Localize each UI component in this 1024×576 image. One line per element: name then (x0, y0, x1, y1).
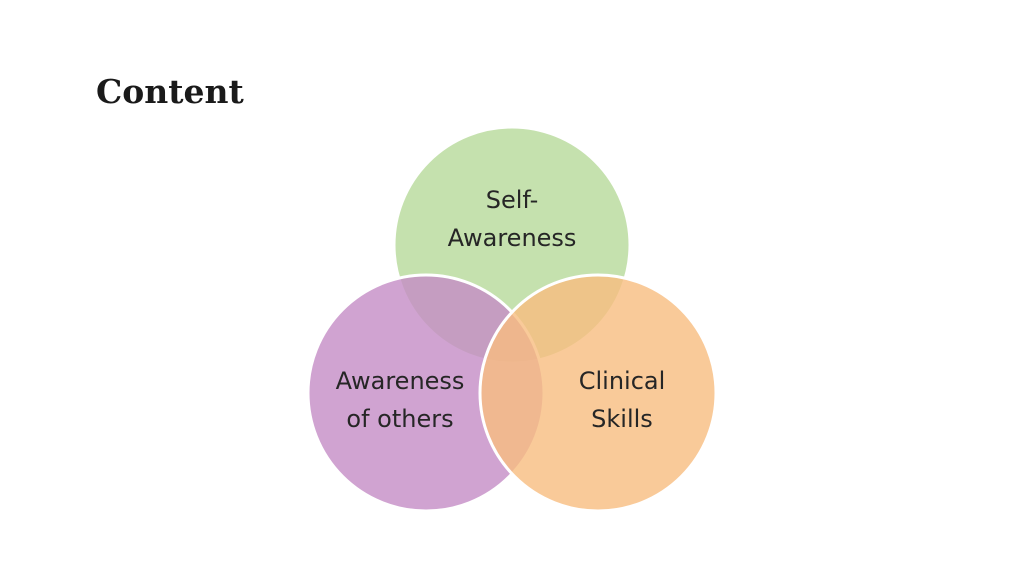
label-clinical-skills-line-1: Clinical (579, 367, 666, 395)
label-awareness-of-others-line-2: of others (346, 405, 453, 433)
slide-title: Content (96, 72, 244, 111)
label-self-awareness-line-1: Self- (486, 186, 538, 214)
label-clinical-skills-line-2: Skills (591, 405, 653, 433)
venn-circles (306, 125, 718, 513)
label-awareness-of-others-line-1: Awareness (336, 367, 465, 395)
label-self-awareness-line-2: Awareness (448, 224, 577, 252)
label-self-awareness: Self- Awareness (448, 186, 577, 252)
circle-clinical-skills (478, 273, 718, 513)
label-clinical-skills: Clinical Skills (579, 367, 666, 433)
label-awareness-of-others: Awareness of others (336, 367, 465, 433)
